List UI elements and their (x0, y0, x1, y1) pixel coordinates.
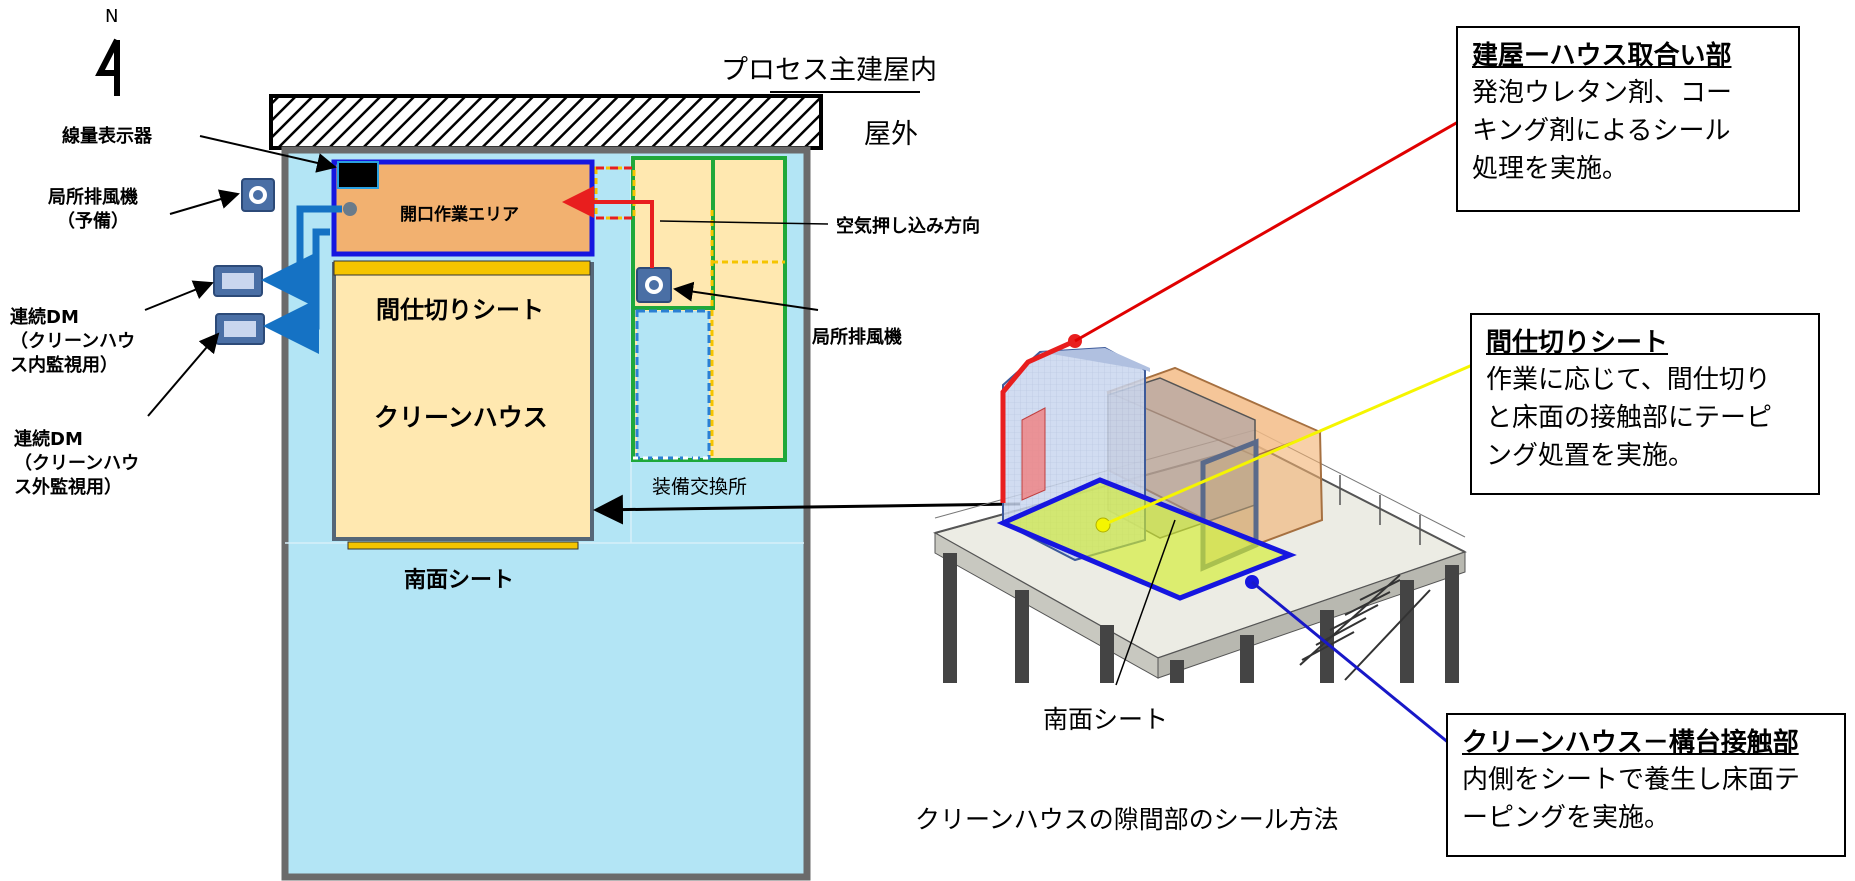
callout-partition-title: 間仕切りシート (1486, 328, 1669, 358)
label-process-inside: プロセス主建屋内 (721, 55, 937, 86)
dm-inside-icon (213, 265, 263, 297)
callout-building-house: 建屋ーハウス取合い部 発泡ウレタン剤、コー キング剤によるシール 処理を実施。 (1456, 26, 1800, 212)
label-exhaust: 局所排風機 (812, 327, 902, 348)
yellow-leader (1102, 361, 1478, 527)
north-label: N (105, 6, 119, 27)
dose-display-icon (337, 161, 379, 189)
label-equipment-exchange: 装備交換所 (652, 476, 748, 498)
north-arrow-icon (95, 38, 120, 96)
partition-sheet (333, 260, 591, 276)
label-dm-inside: 連続DM （クリーンハウ ス内監視用） (10, 307, 136, 376)
sampling-point (343, 202, 357, 216)
label-south-sheet: 南面シート (404, 568, 515, 593)
label-dose-display: 線量表示器 (62, 126, 152, 147)
label-clean-house: クリーンハウス (374, 403, 548, 432)
callout-clean-house-stage-title: クリーンハウス－構台接触部 (1462, 728, 1799, 758)
building-wall (269, 94, 823, 150)
callout-clean-house-stage-body: 内側をシートで養生し床面テ ーピングを実施。 (1462, 765, 1801, 833)
callout-building-house-body: 発泡ウレタン剤、コー キング剤によるシール 処理を実施。 (1472, 78, 1733, 184)
label-outdoor: 屋外 (864, 119, 918, 150)
callout-partition-body: 作業に応じて、間仕切り と床面の接触部にテーピ ング処置を実施。 (1486, 365, 1773, 471)
iso-south-sheet-label: 南面シート (1043, 705, 1169, 734)
air-push-arrow (562, 186, 654, 268)
label-air-push: 空気押し込み方向 (836, 216, 980, 237)
label-partition-sheet: 間仕切りシート (376, 296, 544, 324)
exhaust-fan-icon (636, 267, 672, 303)
callout-partition: 間仕切りシート 作業に応じて、間仕切り と床面の接触部にテーピ ング処置を実施。 (1470, 313, 1820, 495)
iso-caption: クリーンハウスの隙間部のシール方法 (915, 805, 1339, 834)
label-dm-outside: 連続DM （クリーンハウ ス外監視用） (14, 429, 140, 498)
label-open-work-area: 開口作業エリア (400, 205, 519, 225)
spare-exhaust-fan-icon (241, 178, 275, 212)
callout-building-house-title: 建屋ーハウス取合い部 (1472, 41, 1732, 71)
callout-clean-house-stage: クリーンハウス－構台接触部 内側をシートで養生し床面テ ーピングを実施。 (1446, 713, 1846, 857)
isometric-view (920, 334, 1480, 763)
dm-outside-icon (215, 313, 265, 345)
blue-leader (1251, 580, 1456, 750)
duct-outside (263, 228, 330, 354)
south-sheet (347, 541, 579, 550)
south-sheet-leader (1115, 519, 1176, 686)
label-exhaust-spare: 局所排風機 （予備） (48, 187, 138, 232)
duct-inside (261, 205, 342, 308)
red-leader (1074, 116, 1466, 343)
